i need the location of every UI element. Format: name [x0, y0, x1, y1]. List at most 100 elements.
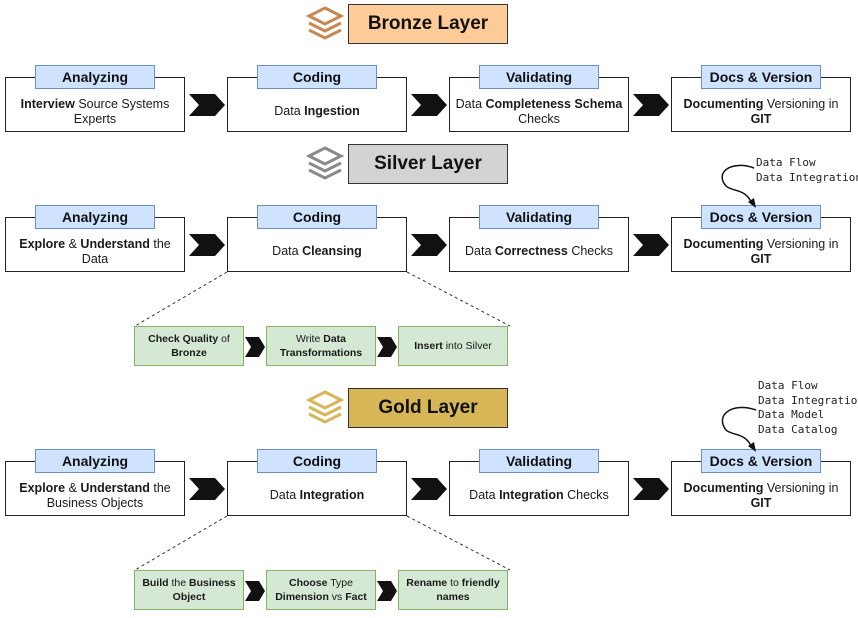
arrow-icon — [633, 234, 669, 256]
curved-arrow-icon — [721, 164, 756, 208]
curved-arrow-icon — [721, 406, 757, 452]
arrow-icon — [633, 94, 669, 116]
bold-text: Understand — [80, 236, 150, 251]
arrow-icon — [245, 581, 265, 601]
gold-docs-note: Data Flow Data Integration Data Model Da… — [758, 379, 858, 437]
step-text-content: Insert into Silver — [414, 339, 492, 353]
arrow-icon — [245, 337, 265, 357]
layers-icon — [305, 390, 345, 424]
step-tab-label: Analyzing — [35, 65, 155, 89]
text: Checks — [567, 244, 613, 258]
text: Source Systems Experts — [73, 96, 170, 126]
step-tab-label: Coding — [257, 65, 377, 89]
step-tab-label: Docs & Version — [701, 65, 821, 89]
note-line: Data Flow — [758, 379, 818, 392]
step-text-content: Explore & Understand the Data — [10, 237, 180, 267]
step-text-content: Data Correctness Checks — [465, 244, 613, 259]
step-tab-label: Docs & Version — [701, 205, 821, 229]
arrow-icon — [377, 581, 397, 601]
step-tab-label: Validating — [479, 205, 599, 229]
bold-text: Interview — [20, 96, 75, 111]
bold-text: Choose — [288, 577, 328, 589]
bold-text: Explore — [19, 236, 66, 251]
text: Versioning in — [763, 96, 839, 111]
step-text-content: Data Completeness Schema Checks — [454, 97, 624, 127]
silver-layer-title: Silver Layer — [348, 144, 508, 184]
arrow-icon — [189, 94, 225, 116]
note-line: Data Model — [758, 408, 825, 421]
bold-text: Completeness Schema — [485, 96, 623, 111]
step-text: Data Completeness Schema Checks — [449, 77, 629, 132]
step-text-content: Documenting Versioning in GIT — [676, 237, 846, 267]
step-text-content: Data Integration Checks — [469, 488, 609, 503]
text: Data — [269, 488, 300, 502]
arrow-icon — [189, 234, 225, 256]
text: Checks — [518, 111, 560, 126]
silver-substep: Insert into Silver — [398, 326, 508, 366]
step-text-content: Data Ingestion — [274, 104, 359, 119]
gold-layer-title: Gold Layer — [348, 388, 508, 428]
bold-text: Check Quality — [148, 333, 219, 345]
bold-text: Fact — [345, 591, 367, 603]
text: the — [168, 577, 189, 589]
bronze-layer-title: Bronze Layer — [348, 4, 508, 44]
bold-text: Ingestion — [304, 104, 360, 118]
text: Type — [327, 577, 353, 589]
step-tab-label: Analyzing — [35, 205, 155, 229]
step-text-content: Interview Source Systems Experts — [10, 97, 180, 127]
bold-text: GIT — [750, 495, 772, 510]
gold-substep: Choose Type Dimension vs Fact — [266, 570, 376, 610]
step-text-content: Documenting Versioning in GIT — [676, 481, 846, 511]
bold-text: Rename — [406, 577, 448, 589]
text: to — [447, 577, 462, 589]
arrow-icon — [411, 478, 447, 500]
note-line: Data Integration — [758, 393, 858, 407]
text: Write — [296, 333, 324, 345]
gold-substep: Build the Business Object — [134, 570, 244, 610]
bold-text: Explore — [19, 480, 66, 495]
bold-text: Documenting — [683, 96, 764, 111]
step-text-content: Explore & Understand the Business Object… — [10, 481, 180, 511]
text: Versioning in — [763, 480, 839, 495]
step-text-content: Data Integration — [270, 488, 364, 503]
step-text-content: Build the Business Object — [138, 576, 240, 604]
bold-text: Dimension — [275, 591, 329, 603]
step-text-content: Documenting Versioning in GIT — [676, 97, 846, 127]
arrow-icon — [189, 478, 225, 500]
bold-text: Understand — [80, 480, 150, 495]
text: Checks — [563, 488, 609, 502]
note-line: Data Integration — [756, 170, 858, 184]
bold-text: Build — [142, 577, 169, 589]
text: vs — [328, 591, 346, 603]
bold-text: Documenting — [683, 236, 764, 251]
step-text-content: Rename to friendly names — [402, 576, 504, 604]
expand-connector — [134, 515, 511, 571]
step-tab-label: Docs & Version — [701, 449, 821, 473]
bold-text: Insert — [414, 340, 443, 352]
bold-text: Cleansing — [302, 244, 362, 258]
note-line: Data Flow — [756, 156, 816, 169]
bold-text: GIT — [750, 111, 772, 126]
text: into Silver — [442, 340, 492, 352]
text: Data — [469, 488, 500, 502]
bold-text: Bronze — [171, 347, 207, 359]
text: Data — [455, 96, 486, 111]
text: & — [65, 480, 81, 495]
arrow-icon — [377, 337, 397, 357]
text: of — [218, 333, 230, 345]
bold-text: Integration — [499, 488, 564, 502]
silver-substep: Write Data Transformations — [266, 326, 376, 366]
text: Versioning in — [763, 236, 839, 251]
silver-substep: Check Quality of Bronze — [134, 326, 244, 366]
bold-text: Integration — [299, 488, 365, 502]
step-text-content: Check Quality of Bronze — [138, 332, 240, 360]
step-tab-label: Validating — [479, 449, 599, 473]
layers-icon — [305, 146, 345, 180]
bold-text: Documenting — [683, 480, 764, 495]
note-line: Data Catalog — [758, 422, 838, 436]
text: the Business Objects — [46, 480, 171, 510]
text: Data — [465, 244, 495, 258]
bold-text: friendly names — [436, 577, 500, 603]
bold-text: Correctness — [494, 244, 568, 258]
text: Data — [274, 104, 305, 118]
